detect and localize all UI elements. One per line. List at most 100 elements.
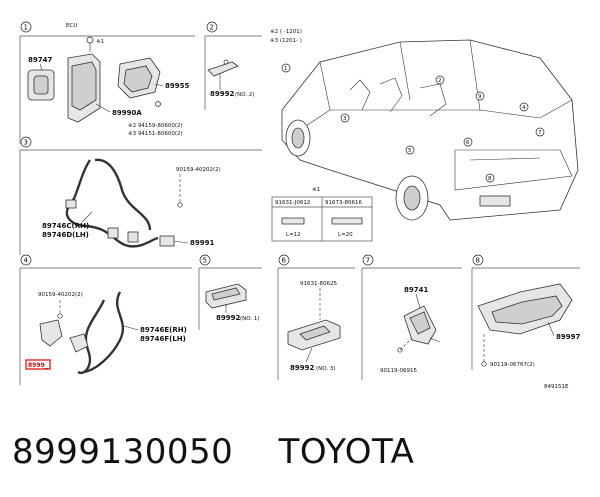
svg-text:9: 9 — [478, 94, 482, 100]
label-89992-no1-tag: (NO. 1) — [240, 316, 260, 322]
screw-table-note: ※1 — [312, 187, 320, 193]
section-5: 5 89992 (NO. 1) — [198, 254, 262, 330]
note-2: ※2 ( -1201) — [270, 29, 302, 35]
section-7-number: 7 — [366, 257, 370, 265]
vehicle-illustration: 1 2 3 4 5 6 7 8 9 — [281, 39, 579, 221]
label-90159-a: 90159-40202(2) — [176, 167, 221, 173]
wire-harness-89746c[interactable] — [65, 159, 159, 248]
section-3: 3 89746C(RH) 89746D(LH) 89991 90159-4020… — [19, 136, 262, 255]
part-89991[interactable] — [159, 235, 175, 247]
label-89992-no1: 89992 — [216, 314, 240, 322]
label-90119-b: 90119-06767(2) — [490, 362, 535, 368]
section-6: 6 91631-80625 89992 (NO. 3) — [277, 254, 355, 380]
label-89746c: 89746C(RH) — [42, 222, 89, 230]
car-callout-4[interactable] — [519, 102, 529, 112]
svg-text:2: 2 — [438, 78, 442, 84]
label-89746e: 89746E(RH) — [140, 326, 187, 334]
label-89992-no2-tag: (NO. 2) — [235, 92, 255, 98]
section-7-badge — [362, 254, 374, 266]
caption-brand: TOYOTA — [278, 432, 415, 472]
label-bolt-note-3: ※3 94151-80600(2) — [128, 131, 183, 137]
label-90119-a: 90119-06915 — [380, 368, 417, 374]
clip-icon — [177, 202, 183, 208]
section-4: 4 90159-40202(2) 89746E(RH) 89746F(LH) 8… — [19, 254, 192, 385]
svg-text:3: 3 — [343, 116, 347, 122]
bolt-icon-c — [481, 361, 487, 367]
connector-d — [39, 319, 63, 347]
screw-length-20: L=20 — [338, 232, 353, 238]
screw-icon-12 — [281, 217, 305, 225]
caption: 8999130050 TOYOTA — [12, 432, 592, 482]
connector-icon — [223, 59, 229, 65]
ecu-module-face — [33, 75, 49, 95]
label-89955: 89955 — [165, 82, 189, 90]
section-4-number: 4 — [24, 257, 29, 265]
wire-harness-89746e[interactable] — [83, 291, 125, 374]
car-callout-7[interactable] — [535, 127, 545, 137]
section-1-badge — [20, 21, 32, 33]
label-89746f: 89746F(LH) — [140, 335, 186, 343]
section-1-number: 1 — [24, 24, 28, 32]
car-callout-3[interactable] — [340, 113, 350, 123]
section-1-header: ECU — [66, 23, 77, 29]
section-6-badge — [278, 254, 290, 266]
svg-text:5: 5 — [408, 148, 412, 154]
label-89991: 89991 — [190, 239, 214, 247]
section-8-number: 8 — [476, 257, 480, 265]
section-2-badge — [206, 21, 218, 33]
label-89997: 89997 — [556, 333, 580, 341]
car-callouts: 1 2 3 4 5 6 7 8 9 — [281, 63, 545, 183]
section-1: 1 ECU 89747 89990A ※1 89955 ※2 94159-806… — [19, 21, 195, 144]
label-89992-no3-tag: (NO. 3) — [316, 366, 336, 372]
wire-harness-89746e-loop — [77, 299, 106, 375]
part-89992-no2[interactable] — [207, 61, 239, 77]
car-callout-9[interactable] — [475, 91, 485, 101]
section-8-badge — [472, 254, 484, 266]
vehicle-body — [281, 39, 579, 221]
screw-icon-20 — [331, 217, 363, 225]
section-3-badge — [20, 136, 32, 148]
connector-b — [107, 227, 119, 239]
highlight-8999130050[interactable] — [25, 359, 51, 370]
connector-c — [127, 231, 139, 243]
part-89955-face — [123, 65, 153, 93]
caption-part-number: 8999130050 — [12, 432, 234, 472]
label-89992-no2: 89992 — [210, 90, 234, 98]
svg-text:8: 8 — [488, 176, 492, 182]
label-91631: 91631-80625 — [300, 281, 337, 287]
label-89741: 89741 — [404, 286, 428, 294]
car-callout-2[interactable] — [435, 75, 445, 85]
svg-text:7: 7 — [538, 130, 542, 136]
section-8: 8 89997 90119-06767(2) — [471, 254, 580, 370]
car-callout-8[interactable] — [485, 173, 495, 183]
car-callout-1[interactable] — [281, 63, 291, 73]
label-note1-ref: ※1 — [96, 39, 104, 45]
label-89746d: 89746D(LH) — [42, 231, 89, 239]
label-highlighted-part: 8999_ — [28, 362, 48, 369]
car-callout-5[interactable] — [405, 145, 415, 155]
bracket-inner — [71, 61, 97, 111]
parts-diagram: 1 ECU 89747 89990A ※1 89955 ※2 94159-806… — [19, 21, 580, 390]
license-plate — [479, 195, 511, 207]
connector-a — [65, 199, 77, 209]
section-2-number: 2 — [210, 24, 214, 32]
label-89992-no3: 89992 — [290, 364, 314, 372]
wire-harness-loop — [94, 158, 152, 231]
section-5-badge — [199, 254, 211, 266]
label-bolt-note-2: ※2 94159-80600(2) — [128, 123, 183, 129]
screw-length-12: L=12 — [286, 232, 301, 238]
label-90159-b: 90159-40202(2) — [38, 292, 83, 298]
clip-icon-b — [57, 313, 63, 319]
car-callout-6[interactable] — [463, 137, 473, 147]
nut-icon — [155, 101, 161, 107]
section-6-number: 6 — [282, 257, 287, 265]
figure-code: 849151E — [544, 384, 569, 390]
svg-text:6: 6 — [466, 140, 470, 146]
section-2: 2 89992 (NO. 2) — [204, 21, 262, 110]
bolt-icon — [86, 36, 94, 44]
section-5-number: 5 — [203, 257, 207, 265]
label-89747: 89747 — [28, 56, 52, 64]
svg-text:1: 1 — [284, 66, 288, 72]
section-3-number: 3 — [24, 139, 28, 147]
svg-text:4: 4 — [522, 105, 526, 111]
